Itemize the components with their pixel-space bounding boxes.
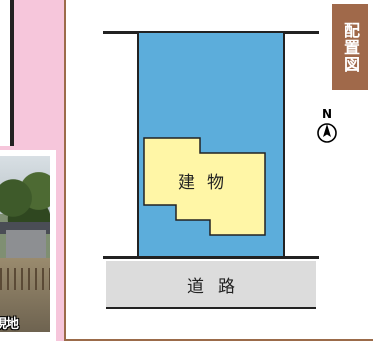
left-top-rule (10, 0, 14, 146)
north-indicator: N (314, 108, 344, 148)
left-top-panel (0, 0, 12, 146)
photo-house (6, 230, 46, 260)
north-arrow-icon (317, 123, 337, 143)
building-label: 建物 (178, 173, 236, 193)
diagram-title: 配置図 (341, 21, 360, 73)
road: 道路 (106, 261, 316, 309)
diagram-title-badge: 配置図 (332, 4, 368, 90)
site-photo-frame (0, 150, 56, 341)
photo-caption: 現地 (0, 317, 19, 332)
lot-bottom-boundary (103, 256, 319, 259)
road-label: 道路 (187, 276, 249, 297)
north-label: N (322, 107, 333, 121)
site-photo (0, 156, 50, 332)
photo-fence (0, 268, 50, 290)
lot-top-boundary (103, 31, 319, 34)
left-strip: 現地 (0, 0, 58, 341)
building-footprint (143, 137, 266, 236)
layout-diagram-panel: 配置図 N 建物 道路 (64, 0, 373, 341)
